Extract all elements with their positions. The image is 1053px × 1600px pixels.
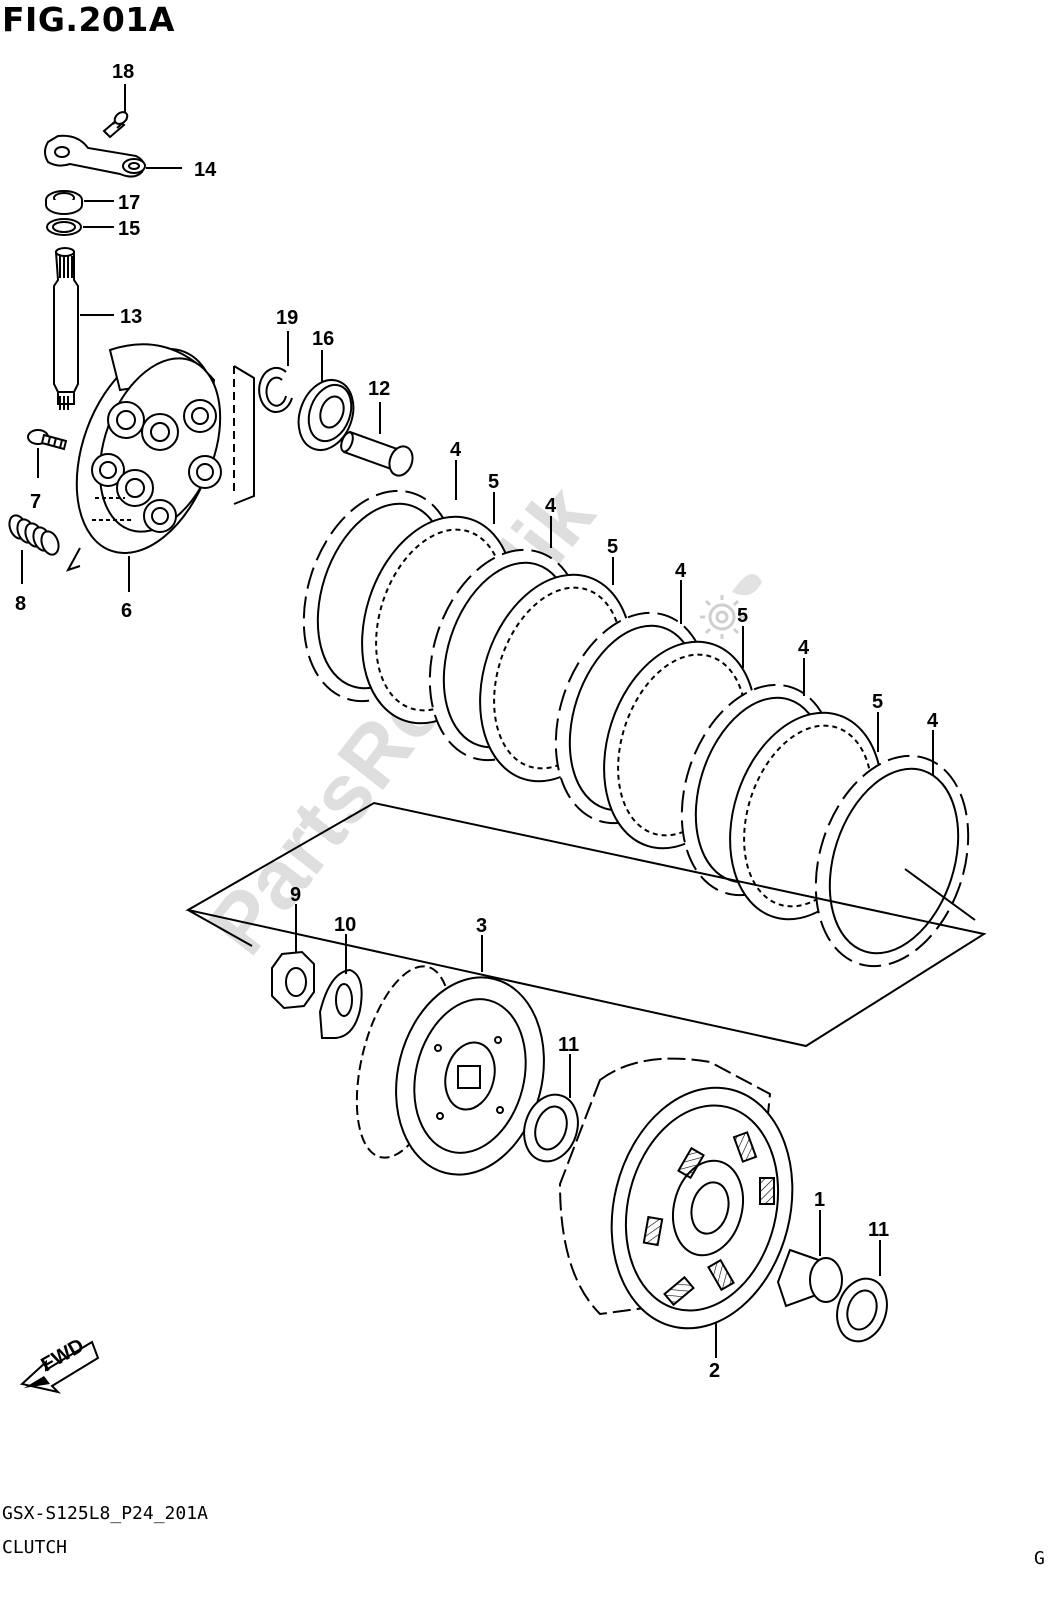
washer-15 — [46, 218, 82, 236]
figure-title: FIG.201A — [2, 0, 175, 39]
corner-mark: G — [1034, 1548, 1045, 1569]
release-shaft-13 — [53, 247, 79, 410]
washer-11a — [523, 1093, 579, 1163]
callout-11b: 11 — [868, 1219, 889, 1241]
callout-4d: 4 — [798, 637, 810, 659]
callout-9: 9 — [290, 884, 301, 906]
callout-4b: 4 — [545, 495, 557, 517]
sleeve-hub-3 — [355, 965, 545, 1176]
callout-2: 2 — [709, 1360, 720, 1382]
callout-11a: 11 — [558, 1034, 579, 1056]
washer-11b — [836, 1277, 888, 1343]
callout-18: 18 — [112, 61, 134, 83]
callout-5c: 5 — [737, 605, 748, 627]
callout-17: 17 — [118, 192, 140, 214]
callout-19: 19 — [276, 307, 298, 329]
watermark-gear-icon — [700, 574, 762, 639]
callout-6: 6 — [121, 600, 132, 622]
screw-7 — [27, 429, 68, 451]
callout-3: 3 — [476, 915, 487, 937]
callout-4c: 4 — [675, 560, 687, 582]
pressure-plate-6 — [75, 343, 222, 554]
clutch-housing-2 — [558, 1057, 794, 1330]
circlip-19 — [258, 367, 293, 413]
spring-8 — [8, 514, 60, 556]
bolt-18 — [102, 111, 129, 139]
bearing-16 — [297, 379, 355, 451]
callout-5a: 5 — [488, 471, 499, 493]
fwd-arrow-icon: FWD — [19, 1335, 100, 1394]
callout-4e: 4 — [927, 710, 939, 732]
spacer-1 — [776, 1248, 843, 1308]
part-group-name: CLUTCH — [2, 1537, 68, 1558]
callout-15: 15 — [118, 218, 140, 240]
push-piece-12 — [340, 430, 414, 477]
release-arm-14 — [44, 134, 146, 178]
model-code: GSX-S125L8_P24_201A — [2, 1503, 208, 1524]
callout-7: 7 — [30, 491, 41, 513]
callout-12: 12 — [368, 378, 390, 400]
oil-seal-17 — [45, 190, 83, 215]
callout-5b: 5 — [607, 536, 618, 558]
callout-13: 13 — [120, 306, 142, 328]
callout-16: 16 — [312, 328, 334, 350]
callout-5d: 5 — [872, 691, 883, 713]
nut-9 — [271, 950, 315, 1010]
callout-14: 14 — [194, 159, 217, 181]
callout-4a: 4 — [450, 439, 462, 461]
callout-1: 1 — [814, 1189, 825, 1211]
callout-10: 10 — [334, 914, 356, 936]
callout-8: 8 — [15, 593, 26, 615]
lock-washer-10 — [318, 968, 363, 1039]
